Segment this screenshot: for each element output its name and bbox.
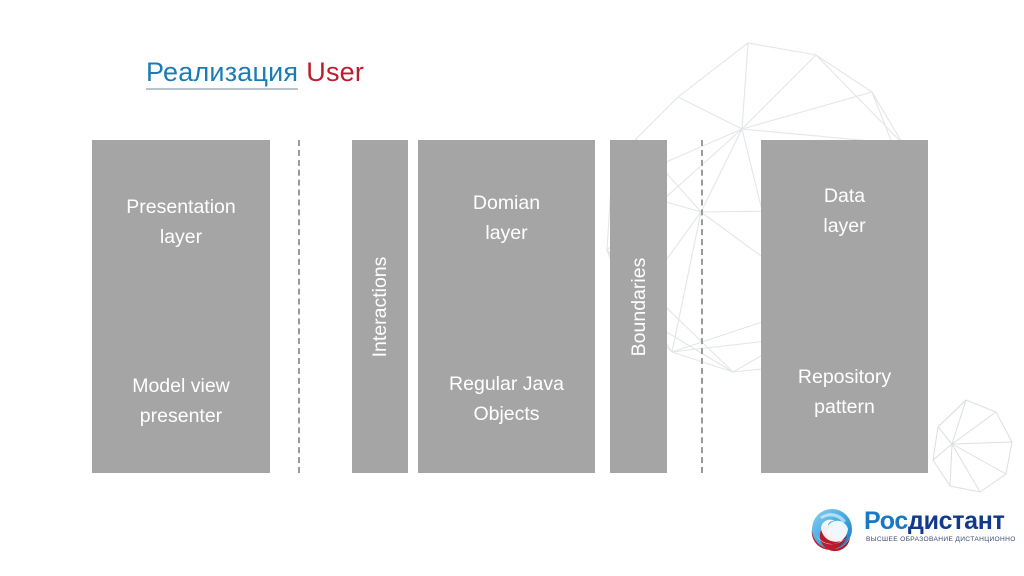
presentation-layer-detail: Model view presenter — [132, 375, 230, 427]
boundaries-label: Boundaries — [627, 257, 650, 356]
presentation-layer-title: Presentation layer — [126, 196, 236, 248]
dashed-separator-right — [701, 140, 703, 473]
title-text-en: User — [306, 57, 365, 87]
presentation-layer-box[interactable]: Presentation layer Model view presenter — [92, 140, 270, 473]
title-text-ru: Реализация — [146, 57, 299, 90]
interactions-box[interactable]: Interactions — [352, 140, 408, 473]
data-layer-box[interactable]: Data layer Repository pattern — [761, 140, 928, 473]
domain-layer-detail: Regular Java Objects — [449, 373, 564, 425]
domain-layer-box[interactable]: Domian layer Regular Java Objects — [418, 140, 595, 473]
dashed-separator-left — [298, 140, 300, 473]
logo-word-part-2: дистант — [908, 507, 1005, 535]
data-layer-title: Data layer — [823, 185, 866, 237]
logo-wordmark: Росдистант — [864, 507, 1005, 536]
boundaries-box[interactable]: Boundaries — [610, 140, 667, 473]
data-layer-detail: Repository pattern — [797, 366, 892, 418]
rosdistant-globe-icon — [811, 509, 852, 552]
interactions-label: Interactions — [369, 256, 391, 357]
logo-tagline: ВЫСШЕЕ ОБРАЗОВАНИЕ ДИСТАНЦИОННО — [866, 536, 1016, 543]
rosdistant-logo: Росдистант ВЫСШЕЕ ОБРАЗОВАНИЕ ДИСТАНЦИОН… — [806, 503, 1015, 561]
domain-layer-title: Domian layer — [472, 192, 541, 244]
logo-word-part-1: Рос — [864, 507, 908, 535]
